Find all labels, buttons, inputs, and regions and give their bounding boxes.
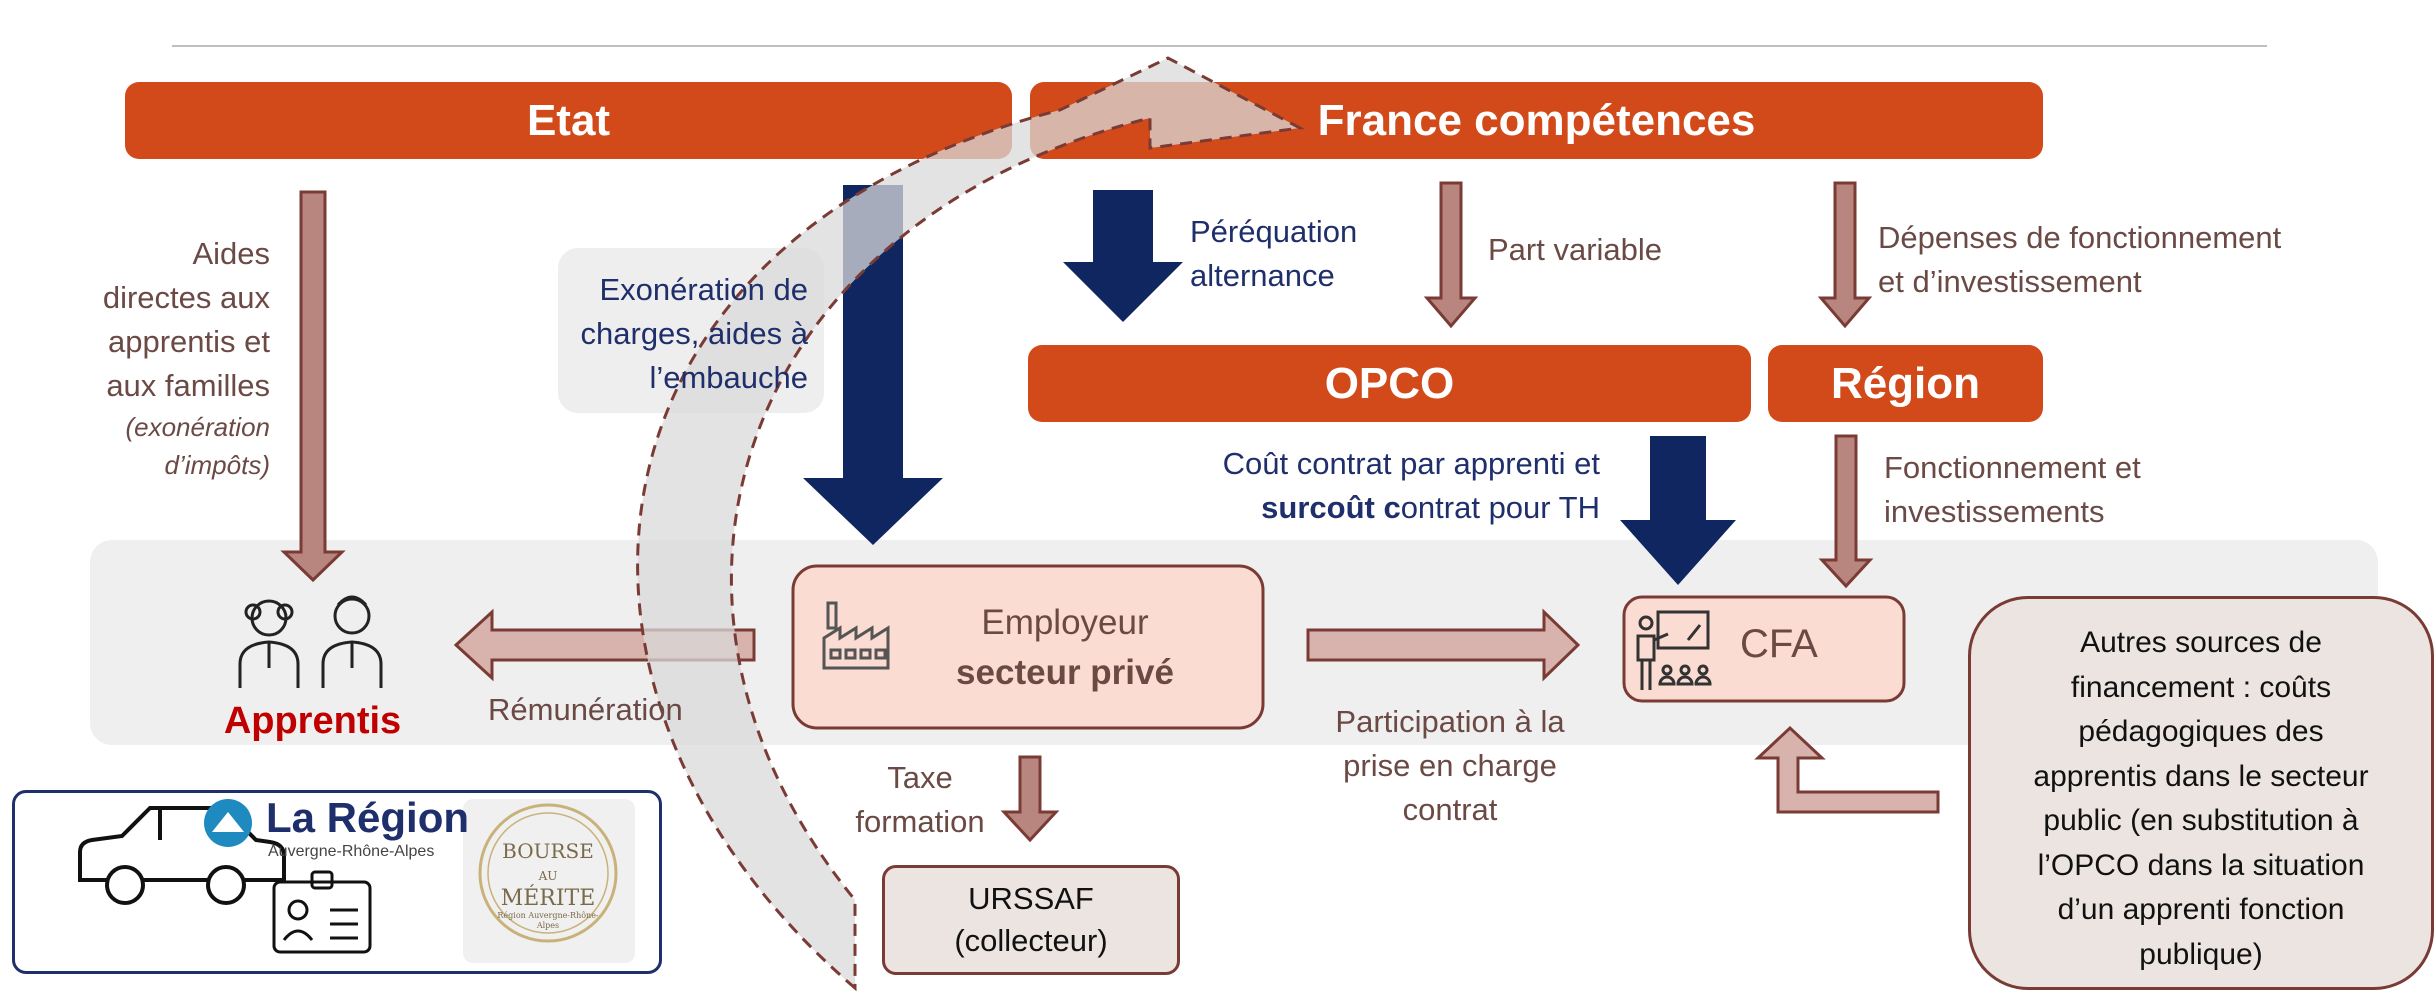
aides-line2: directes aux <box>102 280 270 315</box>
arrow-perequation <box>1063 190 1183 322</box>
remuneration-label: Rémunération <box>488 692 683 727</box>
arrow-region-cfa <box>1818 434 1874 589</box>
arrow-etat-apprentis <box>280 190 346 583</box>
fonctionnement-line2: investissements <box>1884 494 2105 529</box>
autres-sources-box: Autres sources de financement : coûts pé… <box>1968 596 2434 990</box>
employeur-box <box>791 564 1265 730</box>
depenses-line1: Dépenses de fonctionnement <box>1878 220 2282 255</box>
arrow-part-variable <box>1423 181 1479 329</box>
depenses-line2: et d’investissement <box>1878 264 2142 299</box>
arrow-etat-employeur <box>803 185 943 545</box>
cout-contrat-bold: surcoût c <box>1261 490 1401 525</box>
depenses-text: Dépenses de fonctionnement et d’investis… <box>1878 216 2398 304</box>
region-logo-icon <box>204 799 252 847</box>
autres-line5: public (en substitution à <box>2043 804 2359 837</box>
autres-line4: apprentis dans le secteur <box>2033 759 2369 793</box>
perequation-text: Péréquation alternance <box>1190 210 1410 298</box>
exoneration-text: Exonération de charges, aides à l’embauc… <box>560 268 808 400</box>
aides-note1: (exonération <box>125 412 270 442</box>
participation-line3: contrat <box>1402 792 1498 827</box>
cout-contrat-rest: ontrat pour TH <box>1400 490 1600 525</box>
bourse-small: Région Auvergne-Rhône-Alpes <box>497 911 599 930</box>
employeur-text: Employeur secteur privé <box>915 598 1215 698</box>
cout-contrat-line1: Coût contrat par apprenti et <box>1222 446 1600 481</box>
bourse-word2: MÉRITE <box>500 886 596 911</box>
urssaf-line1: URSSAF <box>968 881 1094 916</box>
perequation-line1: Péréquation <box>1190 214 1358 249</box>
autres-line2: financement : coûts <box>2070 670 2332 704</box>
fonctionnement-text: Fonctionnement et investissements <box>1884 446 2204 534</box>
france-competences-label: France compétences <box>1317 95 1756 145</box>
perequation-line2: alternance <box>1190 258 1335 293</box>
exoneration-line3: l’embauche <box>649 360 808 395</box>
bourse-logo-text: BOURSE AU MÉRITE Région Auvergne-Rhône-A… <box>490 840 606 931</box>
cout-contrat-line2: surcoût contrat pour TH <box>1100 486 1600 530</box>
aides-line4: aux familles <box>106 368 270 403</box>
urssaf-line2: (collecteur) <box>954 923 1108 958</box>
employeur-line2: secteur privé <box>956 653 1174 692</box>
arrow-autres-cfa <box>1754 725 1940 814</box>
autres-line6: l’OPCO dans la situation <box>2037 848 2365 882</box>
bourse-word1: BOURSE <box>502 839 594 863</box>
arrow-employeur-cfa <box>1306 608 1581 682</box>
region-bar: Région <box>1768 345 2043 422</box>
autres-line3: pédagogiques des <box>2078 715 2324 748</box>
taxe-text: Taxe formation <box>845 756 995 844</box>
car-icon <box>78 806 286 905</box>
taxe-line1: Taxe <box>887 760 953 795</box>
participation-line1: Participation à la <box>1335 704 1565 739</box>
factory-icon <box>822 601 890 670</box>
autres-line8: publique) <box>2139 937 2263 971</box>
id-card-icon <box>272 870 372 954</box>
exoneration-line1: Exonération de <box>599 272 808 307</box>
bourse-seal-icon <box>478 803 618 943</box>
autres-line7: d’un apprenti fonction <box>2057 893 2345 926</box>
exoneration-line2: charges, aides à <box>580 316 808 351</box>
region-label: Région <box>1830 358 1981 408</box>
apprentis-icon <box>238 595 383 688</box>
arrow-depenses <box>1817 181 1873 329</box>
etat-label: Etat <box>526 95 611 145</box>
teacher-icon <box>1636 610 1712 690</box>
cfa-label: CFA <box>1740 622 1818 666</box>
aides-note2: d’impôts) <box>164 450 270 480</box>
region-logo-title: La Région <box>266 794 470 841</box>
curved-flow-arrow <box>636 56 1305 991</box>
autres-line1: Autres sources de <box>2080 626 2322 659</box>
bourse-word-au: AU <box>538 869 558 883</box>
arrow-opco-cfa <box>1620 436 1736 585</box>
etat-bar: Etat <box>125 82 1012 159</box>
part-variable-text: Part variable <box>1488 232 1663 267</box>
cfa-box <box>1622 595 1906 703</box>
region-logo-subtitle: Auvergne-Rhône-Alpes <box>268 843 435 860</box>
arrow-taxe <box>1000 755 1060 843</box>
opco-bar: OPCO <box>1028 345 1751 422</box>
taxe-line2: formation <box>855 804 985 839</box>
apprentis-label: Apprentis <box>223 700 402 742</box>
bourse-logo-bg <box>463 799 635 963</box>
participation-line2: prise en charge <box>1343 748 1557 783</box>
participation-text: Participation à la prise en charge contr… <box>1300 700 1600 832</box>
urssaf-box: URSSAF (collecteur) <box>882 865 1180 975</box>
aides-line1: Aides <box>192 236 270 271</box>
opco-label: OPCO <box>1324 358 1455 408</box>
employeur-line1: Employeur <box>981 603 1149 642</box>
fonctionnement-line1: Fonctionnement et <box>1884 450 2141 485</box>
aides-line3: apprentis et <box>108 324 270 359</box>
cout-contrat-text: Coût contrat par apprenti et surcoût con… <box>1100 442 1600 530</box>
aides-text: Aides directes aux apprentis et aux fami… <box>70 232 270 484</box>
top-divider <box>172 45 2267 47</box>
